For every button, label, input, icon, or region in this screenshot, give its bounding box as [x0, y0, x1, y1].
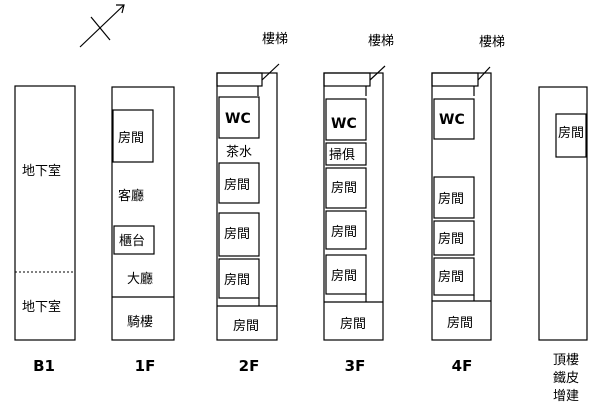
- floor2-tea-label: 茶水: [226, 144, 252, 160]
- floor2-wc-box: [218, 96, 260, 139]
- north-arrow-icon: [79, 4, 125, 48]
- floor3-cleaning-label: 掃俱: [329, 147, 355, 163]
- floor3-room-box-3: [325, 254, 367, 295]
- floor2-room-box-3: [218, 258, 260, 299]
- floor2-room-label-1: 房間: [224, 177, 250, 193]
- floor3-room-box-1: [325, 167, 367, 209]
- roof-label-line-3: 增建: [553, 389, 579, 404]
- floor-label-1f: 1F: [135, 357, 156, 375]
- floor4-room-label-3: 房間: [438, 269, 464, 285]
- floor3-room-label-1: 房間: [331, 180, 357, 196]
- floor4-room-label-4: 房間: [447, 315, 473, 331]
- floor3-wc-box: [325, 98, 367, 141]
- floor1-lobby-label: 大廳: [127, 271, 153, 287]
- floor3-room-box-2: [325, 210, 367, 250]
- b1-lower-label: 地下室: [22, 299, 61, 315]
- floor4-room-box-1: [433, 176, 475, 219]
- floor1-counter-box: [113, 225, 155, 255]
- floor2-stair-box: [216, 72, 263, 87]
- floor4-room-label-1: 房間: [438, 191, 464, 207]
- floor-label-b1: B1: [33, 357, 55, 375]
- floor-label-3f: 3F: [345, 357, 366, 375]
- floor-label-4f: 4F: [452, 357, 473, 375]
- stairs-label-4f: 樓梯: [479, 35, 505, 50]
- floor3-stair-box: [323, 72, 371, 87]
- floor4-room-box-3: [433, 257, 475, 296]
- floor3-room-label-2: 房間: [331, 224, 357, 240]
- floor1-room-box: [112, 109, 154, 163]
- roof-label-line-2: 鐵皮: [553, 370, 579, 386]
- floor-label-2f: 2F: [239, 357, 260, 375]
- floor1-arcade-label: 騎樓: [127, 315, 153, 330]
- floor1-outline: [111, 86, 175, 341]
- b1-outline: [14, 85, 76, 341]
- b1-upper-label: 地下室: [22, 163, 61, 179]
- roof-room-label: 房間: [558, 125, 584, 141]
- floor2-room-label-2: 房間: [224, 226, 250, 242]
- floor1-room-label: 房間: [118, 130, 144, 146]
- floor4-wc-label: WC: [439, 112, 465, 128]
- floor4-room-label-2: 房間: [438, 231, 464, 247]
- floor3-room-label-4: 房間: [340, 316, 366, 332]
- floor4-stair-box: [431, 72, 479, 87]
- floor2-wc-label: WC: [225, 111, 251, 127]
- stairs-label-2f: 樓梯: [262, 32, 288, 47]
- floor3-outline: [323, 72, 384, 341]
- floor4-room-box-2: [433, 220, 475, 256]
- roof-outline: [538, 86, 588, 341]
- floor1-living-label: 客廳: [118, 188, 144, 204]
- floor4-wc-box: [433, 98, 475, 140]
- roof-room-box: [555, 113, 587, 158]
- stairs-label-3f: 樓梯: [368, 34, 394, 49]
- floor2-room-box-1: [218, 162, 260, 204]
- floor2-room-label-4: 房間: [233, 318, 259, 334]
- floor1-counter-label: 櫃台: [119, 234, 145, 249]
- roof-label-line-1: 頂樓: [553, 353, 579, 368]
- floor2-room-box-2: [218, 212, 260, 257]
- floor3-wc-label: WC: [331, 116, 357, 132]
- floor2-room-label-3: 房間: [224, 272, 250, 288]
- floor3-room-label-3: 房間: [331, 268, 357, 284]
- floor3-cleaning-box: [325, 142, 367, 166]
